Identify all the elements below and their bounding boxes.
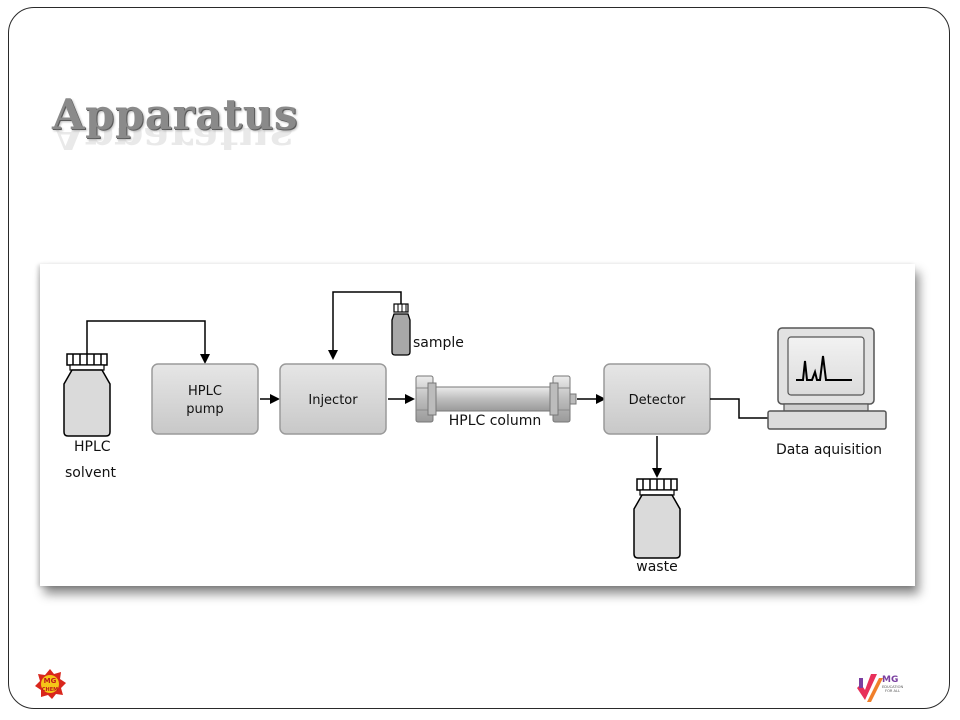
logo-left-main: MG	[44, 677, 57, 685]
pump-label-1: HPLC	[188, 384, 222, 399]
slide-title: Apparatus	[52, 90, 298, 139]
logo-right-main: MG	[882, 675, 898, 685]
injector-label: Injector	[308, 393, 358, 408]
injector-box	[279, 363, 387, 435]
detector-label: Detector	[629, 393, 686, 408]
slide-frame	[8, 7, 950, 709]
pump-label-2: pump	[186, 402, 223, 417]
waste-label: waste	[636, 559, 677, 575]
hplc-column	[415, 375, 577, 423]
solvent-bottle	[63, 353, 111, 437]
solvent-label-2: solvent	[65, 465, 117, 481]
column-label: HPLC column	[449, 413, 542, 429]
hplc-diagram-svg: HPLC solvent HPLC pump Injector sample	[63, 291, 887, 575]
slide-title-reflection: Apparatus	[52, 128, 293, 150]
detector-to-computer-line	[710, 398, 768, 419]
logo-right-sub: EDUCATION	[882, 685, 903, 689]
computer-icon	[767, 327, 887, 430]
data-acquisition-label: Data aquisition	[776, 442, 882, 458]
logo-left-sub: CHEM	[42, 687, 58, 693]
solvent-to-pump-line	[86, 320, 210, 364]
sample-to-injector-line	[328, 291, 402, 360]
waste-bottle	[633, 478, 681, 559]
logo-right-sub2: FOR ALL	[885, 689, 900, 693]
sample-vial	[391, 303, 411, 356]
hplc-diagram: HPLC solvent HPLC pump Injector sample	[40, 264, 915, 586]
mg-chem-logo: MG CHEM	[33, 668, 67, 700]
mg-education-logo: MG EDUCATION FOR ALL	[855, 668, 907, 704]
pump-box	[151, 363, 259, 435]
solvent-label-1: HPLC	[74, 439, 111, 455]
sample-label: sample	[413, 335, 464, 351]
